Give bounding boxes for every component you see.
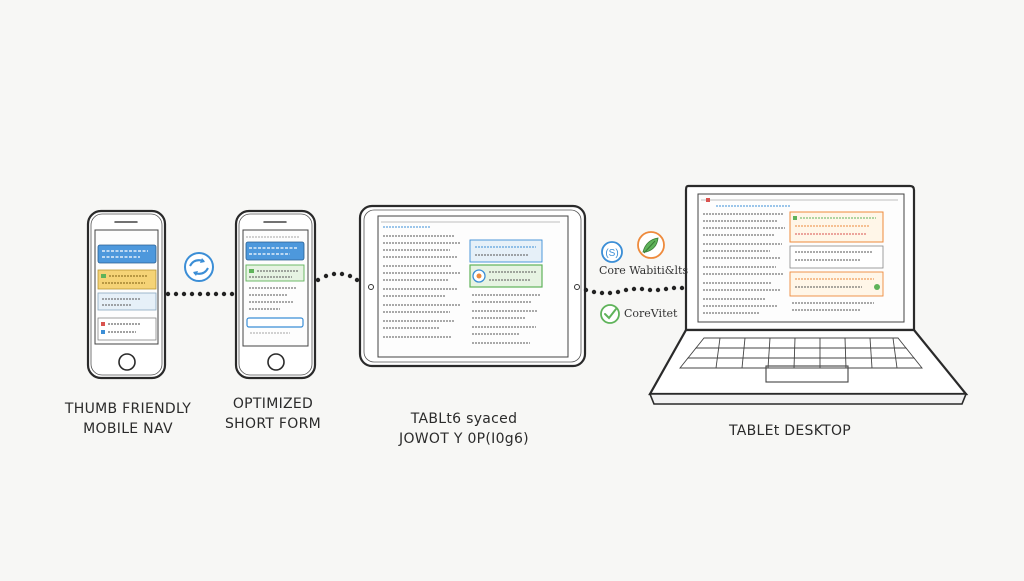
laptop-device bbox=[648, 184, 969, 405]
svg-text:(S): (S) bbox=[605, 248, 618, 259]
core-web-vitals-label: Core Wabiti&lts bbox=[599, 264, 689, 277]
check-icon bbox=[600, 304, 620, 324]
caption-line: JOWOT Y 0P(I0g6) bbox=[399, 431, 529, 447]
caption-tablet: TABLt6 syaced JOWOT Y 0P(I0g6) bbox=[384, 409, 544, 449]
caption-line: TABLEt DESKTOP bbox=[728, 423, 852, 439]
caption-line: TABLt6 syaced bbox=[410, 411, 518, 427]
core-web-vitals-icon: (S) bbox=[601, 241, 623, 263]
caption-laptop: TABLEt DESKTOP bbox=[710, 421, 870, 441]
home-button bbox=[118, 353, 136, 371]
laptop-keyboard bbox=[679, 337, 923, 369]
leaf-icon bbox=[637, 231, 665, 259]
caption-thumb-nav: THUMB FRIENDLY MOBILE NAV bbox=[58, 399, 198, 439]
mobile-nav-bar bbox=[97, 244, 157, 264]
short-form-block bbox=[245, 264, 305, 282]
caption-line: OPTIMIZED bbox=[232, 396, 314, 412]
sync-icon bbox=[184, 252, 214, 282]
form-submit-field bbox=[246, 317, 304, 328]
connector-dots bbox=[165, 271, 685, 297]
phone-short-form bbox=[234, 209, 317, 380]
tablet-device bbox=[358, 204, 587, 368]
caption-line: SHORT FORM bbox=[224, 416, 322, 432]
core-vitals-label: CoreVitet bbox=[624, 307, 678, 320]
laptop-trackpad bbox=[765, 365, 849, 383]
laptop-base bbox=[648, 328, 969, 396]
laptop-orange-panel bbox=[789, 211, 884, 243]
phone-thumb-nav bbox=[86, 209, 167, 380]
caption-line: THUMB FRIENDLY bbox=[64, 401, 192, 417]
caption-line: MOBILE NAV bbox=[83, 421, 173, 437]
caption-short-form: OPTIMIZED SHORT FORM bbox=[208, 394, 338, 434]
tablet-highlight-card bbox=[469, 264, 543, 288]
